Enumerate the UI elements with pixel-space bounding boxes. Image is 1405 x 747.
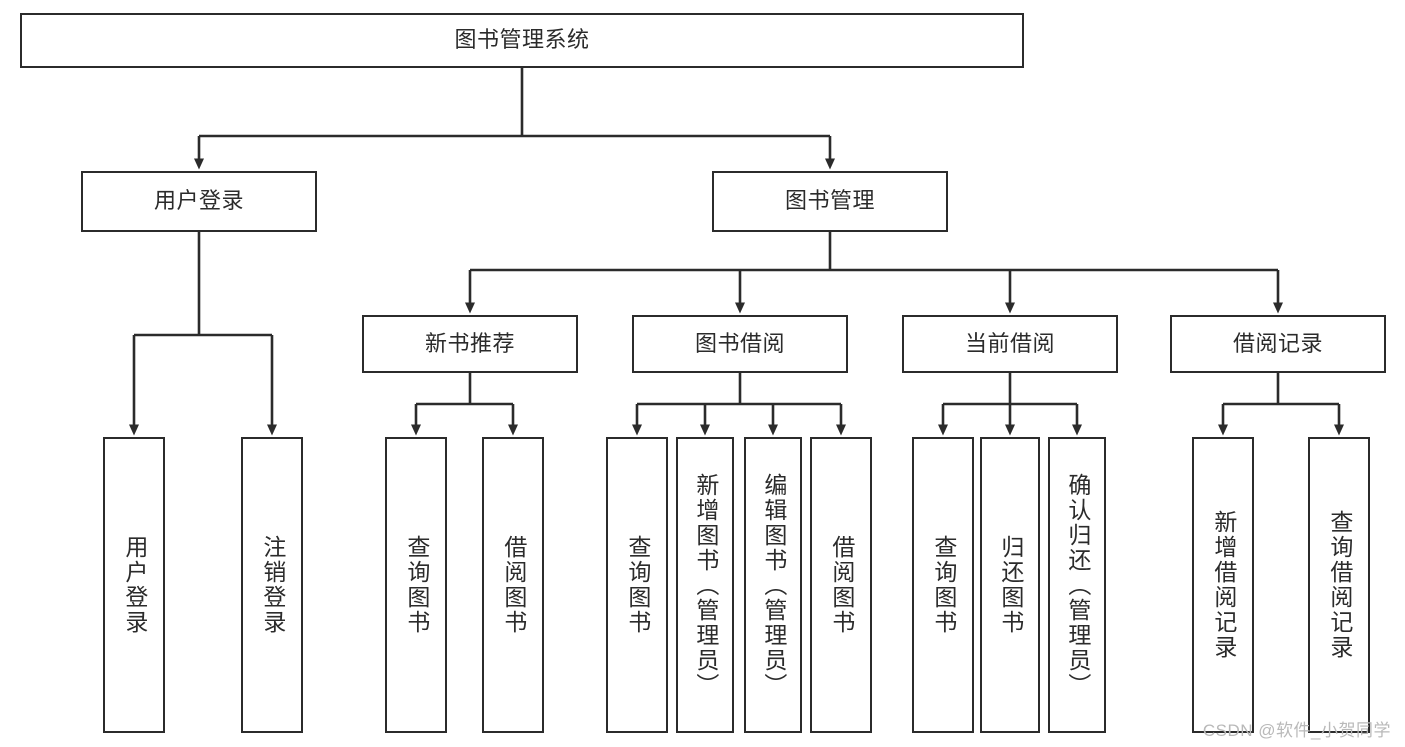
node-current-borrow[interactable]: 当前借阅 [902,315,1118,373]
leaf-borrow-book-2[interactable]: 借阅图书 [810,437,872,733]
leaf-query-book-2[interactable]: 查询图书 [606,437,668,733]
node-new-book-recommend[interactable]: 新书推荐 [362,315,578,373]
node-label: 查询图书 [930,535,957,635]
leaf-edit-book-admin[interactable]: 编辑图书（管理员） [744,437,802,733]
leaf-query-borrow-record[interactable]: 查询借阅记录 [1308,437,1370,733]
node-label: 查询图书 [624,535,651,635]
leaf-user-login[interactable]: 用户登录 [103,437,165,733]
node-book-borrow[interactable]: 图书借阅 [632,315,848,373]
leaf-confirm-return-admin[interactable]: 确认归还（管理员） [1048,437,1106,733]
node-label: 借阅图书 [828,535,855,635]
node-book-management-system[interactable]: 图书管理系统 [20,13,1024,68]
node-label: 图书管理 [784,188,875,214]
node-label: 借阅记录 [1232,330,1323,356]
node-label: 新书推荐 [424,330,515,356]
node-label: 确认归还（管理员） [1064,472,1091,698]
node-label: 归还图书 [997,535,1024,635]
leaf-query-book-1[interactable]: 查询图书 [385,437,447,733]
leaf-query-book-3[interactable]: 查询图书 [912,437,974,733]
node-borrow-record[interactable]: 借阅记录 [1170,315,1386,373]
node-label: 查询借阅记录 [1326,510,1353,660]
node-user-login[interactable]: 用户登录 [81,171,317,232]
leaf-add-book-admin[interactable]: 新增图书（管理员） [676,437,734,733]
leaf-add-borrow-record[interactable]: 新增借阅记录 [1192,437,1254,733]
leaf-logout-login[interactable]: 注销登录 [241,437,303,733]
node-label: 当前借阅 [964,330,1055,356]
node-label: 用户登录 [121,535,148,635]
watermark-text: CSDN @软件_小贺同学 [1202,721,1391,740]
node-label: 注销登录 [259,535,286,635]
node-label: 借阅图书 [500,535,527,635]
node-label: 图书借阅 [694,330,785,356]
node-label: 编辑图书（管理员） [760,472,787,698]
leaf-borrow-book-1[interactable]: 借阅图书 [482,437,544,733]
node-label: 用户登录 [153,188,244,214]
node-book-management[interactable]: 图书管理 [712,171,948,232]
node-label: 查询图书 [403,535,430,635]
leaf-return-book[interactable]: 归还图书 [980,437,1040,733]
node-label: 图书管理系统 [454,27,590,53]
node-label: 新增图书（管理员） [692,472,719,698]
node-label: 新增借阅记录 [1210,510,1237,660]
